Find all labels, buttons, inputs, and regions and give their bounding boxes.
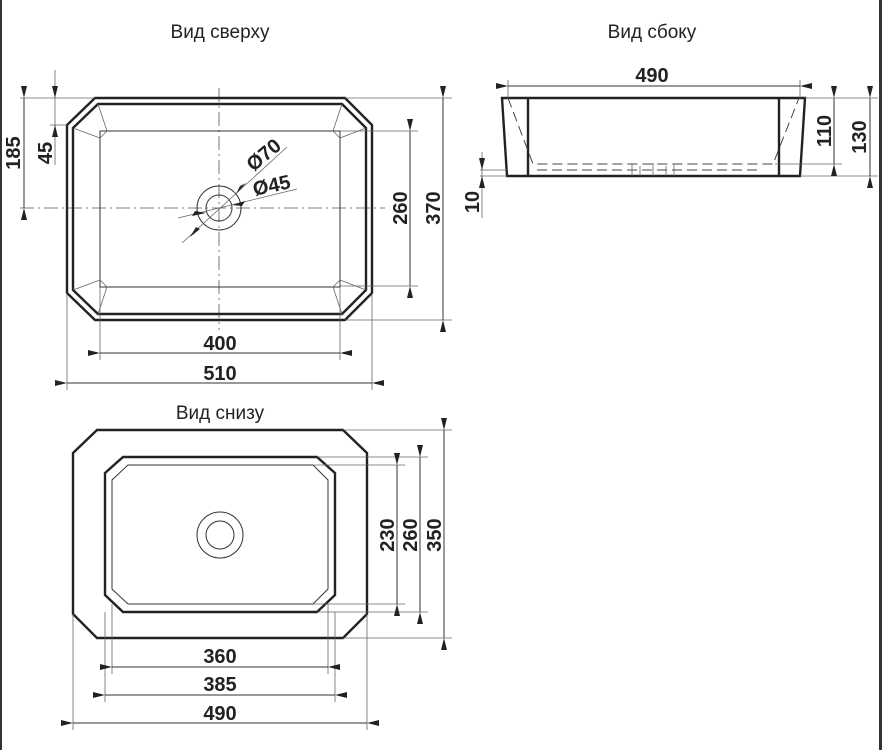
top-extension-lines — [20, 97, 452, 390]
top-view-title: Вид сверху — [171, 22, 270, 43]
drain-outer-circle — [196, 185, 242, 231]
dia70-leader — [181, 146, 288, 244]
bottom-drain-inner — [205, 520, 235, 550]
dim-490-side: 490 — [635, 65, 668, 87]
dim-260-bottom: 260 — [400, 518, 422, 551]
dim-10: 10 — [462, 191, 484, 213]
side-view-title: Вид сбоку — [608, 22, 697, 43]
dim-dia45: Ø45 — [251, 171, 293, 200]
basin-bottom — [99, 130, 341, 288]
dim-350: 350 — [424, 518, 446, 551]
dim-400: 400 — [203, 333, 236, 355]
dim-dia70: Ø70 — [243, 135, 286, 176]
dim-45-arrows — [52, 86, 58, 137]
bottom-view-title: Вид снизу — [176, 403, 265, 424]
dim-230: 230 — [377, 518, 399, 551]
side-drain-marks — [631, 163, 675, 176]
top-view: Вид сверху Ø70 Ø45 — [3, 22, 452, 390]
bottom-foot-outline — [103, 455, 337, 614]
dim-185: 185 — [3, 136, 25, 169]
bottom-foot-inner — [111, 464, 329, 605]
bottom-drain-outer — [196, 511, 244, 559]
dim-110: 110 — [814, 115, 836, 147]
dia70-arrows — [190, 183, 246, 237]
dim-260: 260 — [390, 191, 412, 224]
dim-130: 130 — [849, 120, 871, 153]
dim-510: 510 — [203, 363, 236, 385]
dim-385: 385 — [203, 674, 236, 696]
hidden-bowl-line — [507, 97, 800, 165]
dim-490-bottom: 490 — [203, 703, 236, 725]
side-view: Вид сбоку 490 110 130 10 — [462, 22, 878, 218]
dim-45: 45 — [35, 142, 57, 164]
side-extension-lines — [480, 80, 878, 177]
bottom-view: Вид снизу 230 260 350 360 385 490 — [61, 403, 452, 730]
bottom-extension-lines — [72, 429, 452, 730]
dia45-arrows — [192, 201, 245, 216]
dim-370: 370 — [423, 191, 445, 224]
dim-10-arrows — [479, 158, 485, 188]
dim-360: 360 — [203, 646, 236, 668]
drain-inner-circle — [205, 194, 233, 222]
corner-facets — [72, 103, 367, 315]
side-body-outline — [500, 96, 807, 178]
